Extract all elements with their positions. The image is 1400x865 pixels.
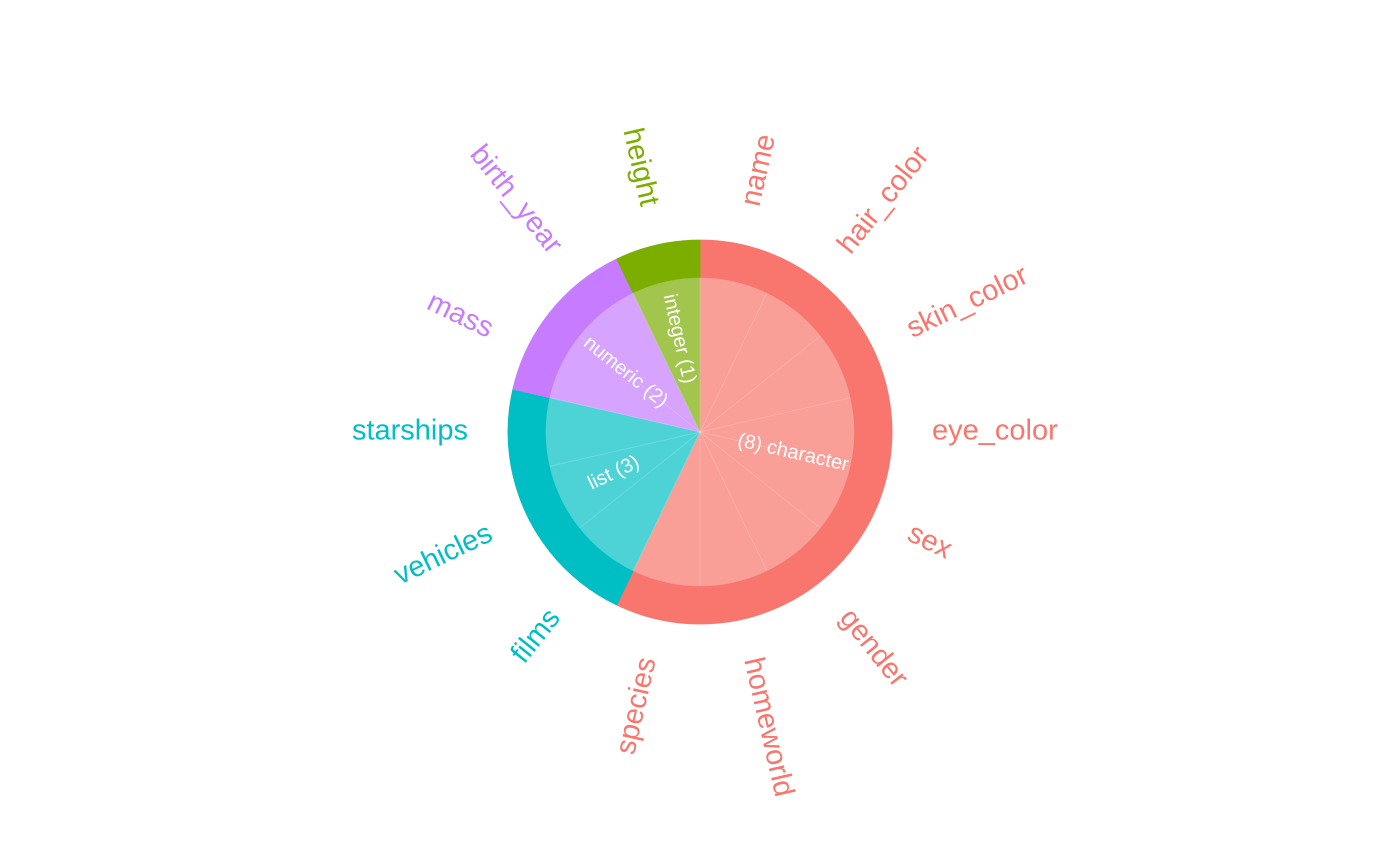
column-label-eye-color: eye_color [932,415,1058,447]
inner-seam [699,335,821,433]
inner-seam [699,431,768,571]
column-label-birth-year: birth_year [463,139,569,260]
column-label-hair-color: hair_color [831,140,936,260]
inner-seam [699,431,851,467]
inner-seam [632,431,701,571]
inner-seam [699,397,851,433]
column-label-skin-color: skin_color [901,259,1033,345]
column-label-sex: sex [903,517,958,566]
inner-seam [699,293,768,433]
column-label-mass: mass [422,286,498,345]
inner-seam [579,335,701,433]
inner-seam [579,431,701,529]
inner-seam [549,397,701,433]
column-label-name: name [735,131,782,209]
inner-seam [632,293,701,433]
column-label-vehicles: vehicles [389,517,497,591]
column-label-height: height [617,125,666,209]
inner-seam [699,431,821,529]
inner-seam [549,431,701,467]
inner-slice-height [632,277,701,433]
column-label-species: species [610,654,663,757]
column-label-starships: starships [352,415,468,447]
column-label-films: films [505,603,567,670]
inner-ring [545,277,855,587]
column-label-homeworld: homeworld [737,654,800,799]
column-label-gender: gender [833,603,915,694]
